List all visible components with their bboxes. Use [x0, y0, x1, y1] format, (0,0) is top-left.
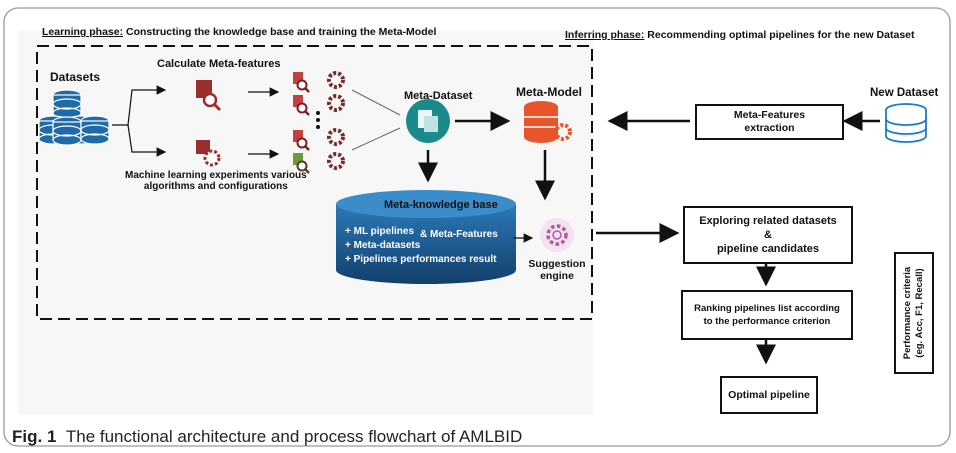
suggestion-engine-label: Suggestion engine — [528, 258, 586, 282]
exploring-datasets-box: Exploring related datasets & pipeline ca… — [683, 206, 853, 264]
suggestion-engine-icon — [540, 218, 574, 252]
learning-dashed-box — [36, 45, 593, 320]
ranking-pipelines-box: Ranking pipelines list according to the … — [681, 290, 853, 340]
inferring-phase-header: Inferring phase: Recommending optimal pi… — [565, 29, 915, 41]
meta-dataset-label: Meta-Dataset — [404, 90, 473, 102]
figure-caption: Fig. 1 The functional architecture and p… — [12, 427, 523, 446]
meta-feature-search-icon — [196, 80, 222, 112]
meta-model-label: Meta-Model — [516, 85, 582, 99]
converge-line-bottom — [351, 127, 401, 151]
kb-item-ml-pipelines: + ML pipelines — [345, 226, 414, 237]
datasets-label: Datasets — [50, 70, 101, 84]
meta-features-extraction-box: Meta-Features extraction — [695, 104, 844, 140]
meta-icons-grid — [293, 71, 345, 174]
new-dataset-icon — [885, 103, 927, 143]
optimal-pipeline-box: Optimal pipeline — [720, 376, 818, 414]
knowledge-base-title: Meta-knowledge base — [384, 199, 498, 211]
meta-model-icon — [524, 101, 572, 143]
calc-meta-features-label: Calculate Meta-features — [157, 58, 281, 70]
kb-item-performances: + Pipelines performances result — [345, 254, 497, 265]
converge-line-top — [351, 89, 401, 116]
branch-arrow-top — [112, 85, 167, 126]
kb-item-meta-features: & Meta-Features — [420, 229, 498, 240]
new-dataset-label: New Dataset — [870, 87, 939, 99]
branch-arrow-bottom — [127, 124, 167, 157]
datasets-icon — [38, 89, 110, 146]
learning-phase-header: Learning phase: Constructing the knowled… — [42, 26, 437, 38]
performance-criteria-box: Performance criteria (eg. Acc, F1, Recal… — [894, 252, 934, 374]
kb-item-meta-datasets: + Meta-datasets — [345, 240, 421, 251]
meta-dataset-icon — [406, 99, 450, 143]
ml-experiment-gear-icon — [196, 140, 221, 167]
ml-experiments-label: Machine learning experiments various alg… — [125, 170, 307, 192]
knowledge-base-cylinder — [336, 190, 516, 284]
